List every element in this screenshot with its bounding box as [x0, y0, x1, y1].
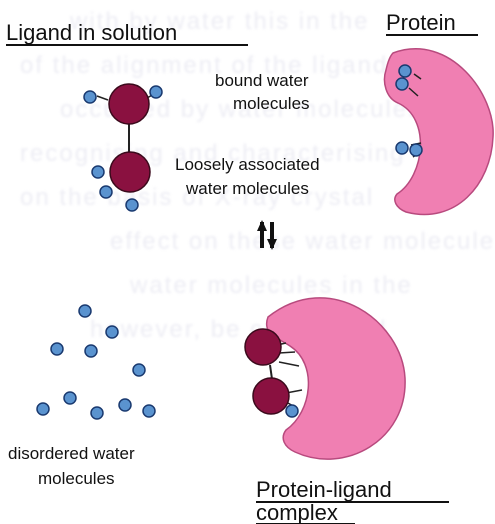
disordered-water-label-line2: molecules	[38, 469, 115, 488]
water-molecule	[64, 392, 76, 404]
ligand-in-solution-title: Ligand in solution	[6, 20, 177, 45]
water-molecule	[84, 91, 96, 103]
protein-title: Protein	[386, 10, 456, 35]
water-molecule	[100, 186, 112, 198]
hbond-line	[97, 96, 108, 100]
water-molecule	[399, 65, 411, 77]
ligand-atom	[109, 84, 149, 124]
water-molecule	[410, 144, 422, 156]
loose-water-label-line2: water molecules	[185, 179, 309, 198]
ligand-atom	[110, 152, 150, 192]
hbond-line	[279, 362, 299, 366]
ligand-atom	[253, 378, 289, 414]
water-molecule	[396, 142, 408, 154]
water-molecule	[150, 86, 162, 98]
water-molecule	[92, 166, 104, 178]
complex-title-line1: Protein-ligand	[256, 477, 392, 502]
ligand-atom	[245, 329, 281, 365]
water-molecule	[37, 403, 49, 415]
water-molecule	[106, 326, 118, 338]
hbond-line	[279, 352, 295, 353]
water-molecule	[91, 407, 103, 419]
ligand-in-solution	[84, 84, 162, 211]
bound-water-label-line2: molecules	[233, 94, 310, 113]
disordered-water-label-line1: disordered water	[8, 444, 135, 463]
bound-water-label-line1: bound water	[215, 71, 309, 90]
water-molecule	[79, 305, 91, 317]
water-molecule	[51, 343, 63, 355]
water-molecule	[396, 78, 408, 90]
complex-title-line2: complex	[256, 500, 338, 524]
equilibrium-arrow	[257, 220, 277, 250]
water-molecule	[286, 405, 298, 417]
water-molecule	[119, 399, 131, 411]
free-protein	[385, 49, 494, 215]
water-molecule	[143, 405, 155, 417]
water-molecule	[126, 199, 138, 211]
water-molecule	[133, 364, 145, 376]
loose-water-label-line1: Loosely associated	[175, 155, 320, 174]
water-molecule	[85, 345, 97, 357]
protein-shape	[267, 298, 406, 459]
ligand-bond	[270, 365, 272, 379]
disordered-water	[37, 305, 155, 419]
protein-ligand-complex	[245, 298, 405, 459]
